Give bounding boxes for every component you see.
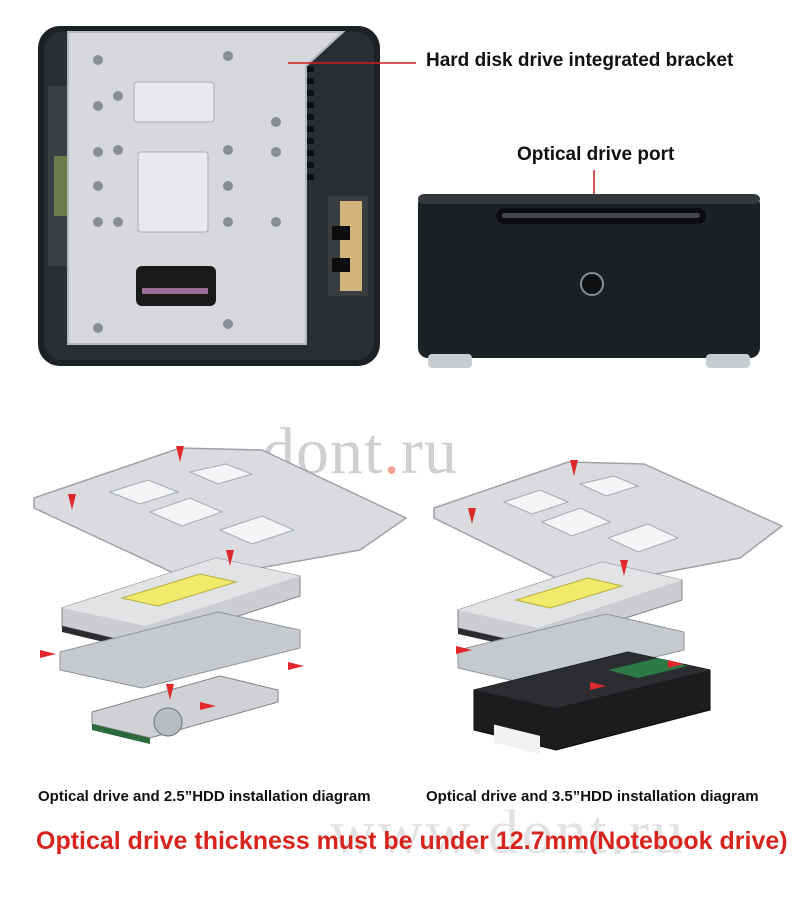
diagram-25-hdd-illustration [33,446,408,744]
optical-port-label: Optical drive port [517,144,675,165]
case-interior-photo [38,26,380,366]
diagram-35-hdd-illustration [433,460,784,754]
bracket-label: Hard disk drive integrated bracket [426,50,734,71]
watermark-main-tld: ru [400,415,458,488]
watermark-main-dot: . [383,415,401,488]
case-front-photo [418,194,760,368]
requirement-text: Optical drive thickness must be under 12… [36,827,788,855]
diagram-25-caption: Optical drive and 2.5”HDD installation d… [38,788,371,805]
watermark-footer: www.dont.ru [330,799,687,867]
diagram-35-caption: Optical drive and 3.5”HDD installation d… [426,788,759,805]
bracket-leader-line [288,62,416,64]
